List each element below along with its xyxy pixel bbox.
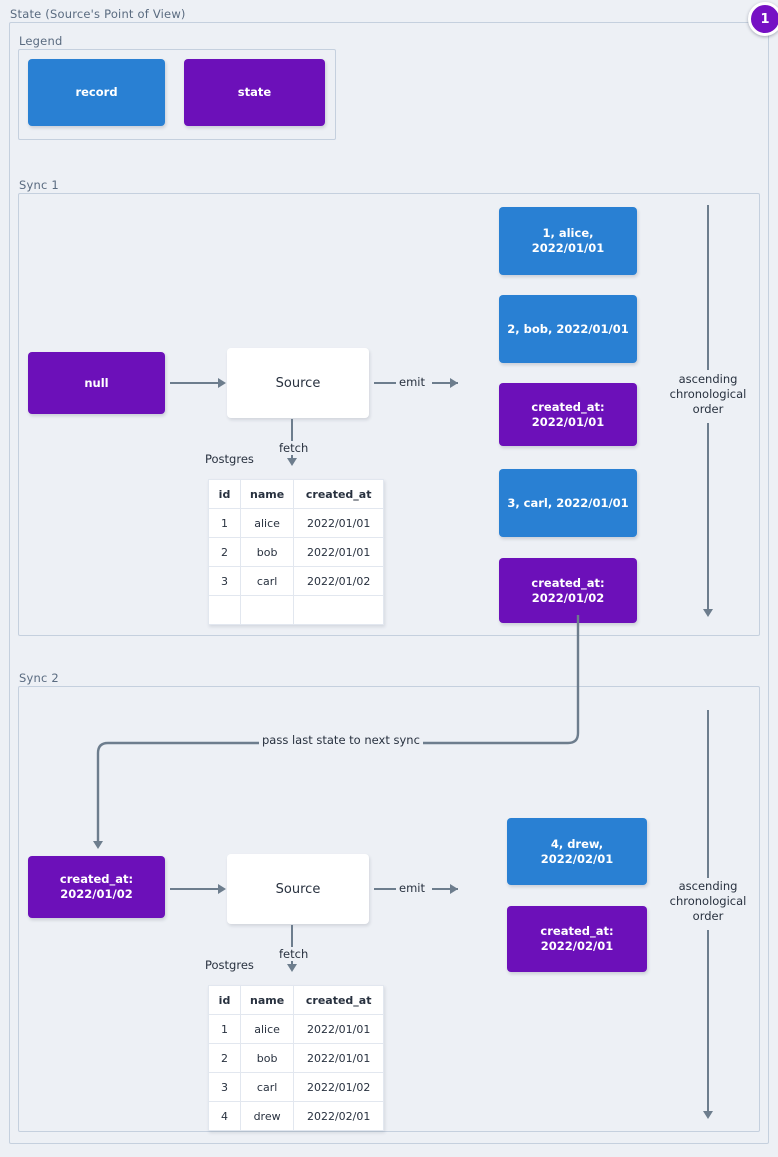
sync1-order-line-bottom xyxy=(707,423,709,610)
sync2-state-to-source-arrowhead xyxy=(218,884,226,894)
sync2-fetch-line xyxy=(291,925,293,965)
pass-state-arrowhead xyxy=(93,841,103,849)
sync2-fetch-label: fetch xyxy=(276,947,312,961)
cell-created-at xyxy=(293,595,385,625)
sync2-db-label: Postgres xyxy=(205,958,254,972)
col-name: name xyxy=(239,985,295,1015)
cell-id: 4 xyxy=(208,1101,241,1131)
sync1-emit-label: emit xyxy=(396,375,428,389)
table-row: 3 carl 2022/01/02 xyxy=(208,566,385,596)
legend-item-state: state xyxy=(184,59,325,126)
step-badge[interactable]: 1 xyxy=(748,2,778,36)
sync1-emit-line-left xyxy=(374,382,412,384)
cell-name: carl xyxy=(239,566,295,596)
sync2-title: Sync 2 xyxy=(19,671,59,685)
sync1-frame xyxy=(18,193,760,636)
col-name: name xyxy=(239,479,295,509)
legend-item-record: record xyxy=(28,59,165,126)
table-row: 4 drew 2022/02/01 xyxy=(208,1101,385,1131)
cell-created-at: 2022/01/01 xyxy=(293,1014,385,1044)
sync2-order-line-top xyxy=(707,710,709,878)
sync2-order-label: ascending chronological order xyxy=(662,879,754,924)
sync1-order-arrowhead xyxy=(703,609,713,617)
cell-created-at: 2022/01/01 xyxy=(293,508,385,538)
sync1-title: Sync 1 xyxy=(19,178,59,192)
sync1-state-to-source-line xyxy=(170,382,218,384)
cell-id: 2 xyxy=(208,1043,241,1073)
sync1-emitted-record-2: 2, bob, 2022/01/01 xyxy=(499,295,637,363)
cell-created-at: 2022/01/02 xyxy=(293,566,385,596)
table-row-empty xyxy=(208,595,385,625)
sync1-emit-line-right xyxy=(432,382,458,384)
legend-title: Legend xyxy=(19,34,63,48)
table-row: 2 bob 2022/01/01 xyxy=(208,1043,385,1073)
sync2-frame xyxy=(18,686,760,1132)
sync2-fetch-arrowhead xyxy=(287,964,297,972)
table-header-row: id name created_at xyxy=(208,479,385,509)
sync1-order-line-top xyxy=(707,205,709,370)
cell-name: bob xyxy=(239,537,295,567)
sync2-emitted-state-1: created_at: 2022/02/01 xyxy=(507,906,647,972)
cell-created-at: 2022/01/02 xyxy=(293,1072,385,1102)
col-id: id xyxy=(208,985,241,1015)
col-id: id xyxy=(208,479,241,509)
cell-created-at: 2022/01/01 xyxy=(293,537,385,567)
sync2-state-to-source-line xyxy=(170,888,218,890)
sync1-table: id name created_at 1 alice 2022/01/01 2 … xyxy=(208,479,385,625)
sync2-emit-arrowhead xyxy=(450,884,458,894)
pass-state-label: pass last state to next sync xyxy=(259,733,423,747)
sync1-input-state: null xyxy=(28,352,165,414)
sync1-fetch-line xyxy=(291,419,293,459)
sync2-emit-line-right xyxy=(432,888,458,890)
sync1-fetch-arrowhead xyxy=(287,458,297,466)
table-row: 1 alice 2022/01/01 xyxy=(208,508,385,538)
col-created-at: created_at xyxy=(293,479,385,509)
sync1-state-to-source-arrowhead xyxy=(218,378,226,388)
sync2-emitted-record-1: 4, drew, 2022/02/01 xyxy=(507,818,647,885)
cell-name: drew xyxy=(239,1101,295,1131)
sync1-fetch-label: fetch xyxy=(276,441,312,455)
sync1-emitted-record-1: 1, alice, 2022/01/01 xyxy=(499,207,637,275)
cell-name: alice xyxy=(239,1014,295,1044)
cell-id: 2 xyxy=(208,537,241,567)
diagram-frame xyxy=(9,22,769,1144)
sync1-source-node: Source xyxy=(227,348,369,418)
cell-created-at: 2022/01/01 xyxy=(293,1043,385,1073)
table-row: 2 bob 2022/01/01 xyxy=(208,537,385,567)
cell-id: 3 xyxy=(208,1072,241,1102)
legend-frame xyxy=(18,49,336,140)
sync2-emit-label: emit xyxy=(396,881,428,895)
cell-created-at: 2022/02/01 xyxy=(293,1101,385,1131)
sync2-source-node: Source xyxy=(227,854,369,924)
col-created-at: created_at xyxy=(293,985,385,1015)
sync1-emitted-record-3: 3, carl, 2022/01/01 xyxy=(499,469,637,537)
sync1-order-label: ascending chronological order xyxy=(662,372,754,417)
sync1-db-label: Postgres xyxy=(205,452,254,466)
cell-id xyxy=(208,595,241,625)
sync2-input-state: created_at: 2022/01/02 xyxy=(28,856,165,918)
sync2-table: id name created_at 1 alice 2022/01/01 2 … xyxy=(208,985,385,1131)
cell-id: 1 xyxy=(208,508,241,538)
cell-name: bob xyxy=(239,1043,295,1073)
cell-name: carl xyxy=(239,1072,295,1102)
table-row: 3 carl 2022/01/02 xyxy=(208,1072,385,1102)
cell-id: 3 xyxy=(208,566,241,596)
sync1-emitted-state-2: created_at: 2022/01/02 xyxy=(499,558,637,623)
table-row: 1 alice 2022/01/01 xyxy=(208,1014,385,1044)
sync1-emit-arrowhead xyxy=(450,378,458,388)
sync1-emitted-state-1: created_at: 2022/01/01 xyxy=(499,383,637,446)
table-header-row: id name created_at xyxy=(208,985,385,1015)
diagram-title: State (Source's Point of View) xyxy=(10,7,186,21)
cell-name: alice xyxy=(239,508,295,538)
sync2-order-line-bottom xyxy=(707,930,709,1112)
sync2-emit-line-left xyxy=(374,888,412,890)
sync2-order-arrowhead xyxy=(703,1111,713,1119)
cell-id: 1 xyxy=(208,1014,241,1044)
cell-name xyxy=(239,595,295,625)
